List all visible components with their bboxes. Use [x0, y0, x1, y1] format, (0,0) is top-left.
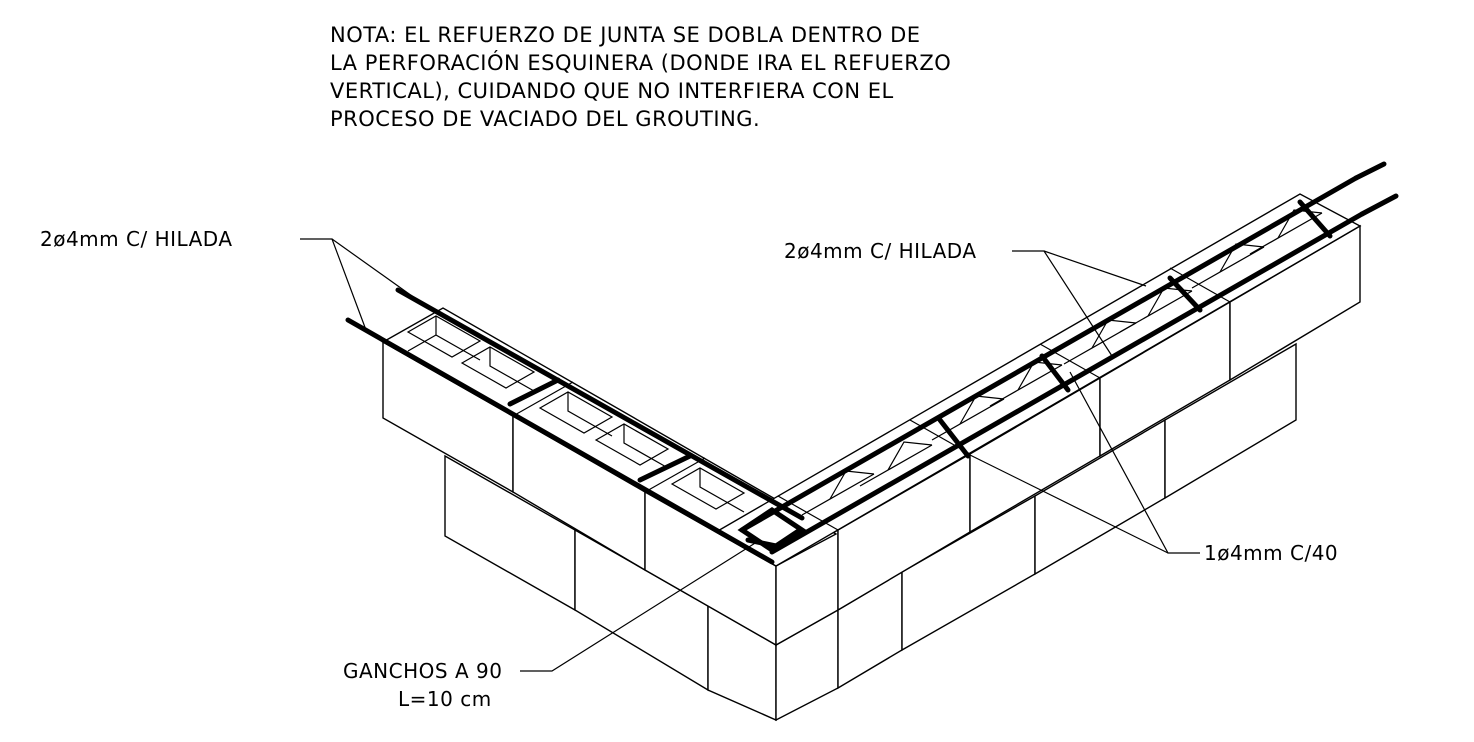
label-hooks-line-2: L=10 cm: [398, 687, 492, 711]
label-hooks-line-1: GANCHOS A 90: [343, 659, 502, 683]
rung-right-3: [1167, 275, 1203, 313]
right-rail-inner: [739, 175, 1359, 533]
rung-right-4: [1297, 199, 1333, 239]
note-line-1: NOTA: EL REFUERZO DE JUNTA SE DOBLA DENT…: [330, 23, 921, 47]
note-line-4: PROCESO DE VACIADO DEL GROUTING.: [330, 107, 760, 131]
block-cells: [406, 209, 1323, 516]
label-right-joint-reinforcement: 2ø4mm C/ HILADA: [784, 239, 977, 263]
note-line-2: LA PERFORACIÓN ESQUINERA (DONDE IRA EL R…: [330, 50, 951, 75]
block-lower-right-5: [1164, 342, 1297, 500]
left-rail-outer: [345, 317, 775, 565]
left-rail-inner: [395, 287, 805, 521]
label-left-joint-reinforcement: 2ø4mm C/ HILADA: [40, 227, 233, 251]
joint-reinforcement: [345, 161, 1399, 565]
label-ladder-rungs: 1ø4mm C/40: [1204, 541, 1338, 565]
note-line-3: VERTICAL), CUIDANDO QUE NO INTERFIERA CO…: [330, 79, 894, 103]
rung-left-1: [507, 377, 561, 407]
rung-right-1: [937, 417, 971, 459]
rung-left-2: [637, 453, 693, 483]
rung-right-2: [1039, 353, 1071, 393]
right-rail-outer: [769, 211, 1365, 555]
construction-note: NOTA: EL REFUERZO DE JUNTA SE DOBLA DENT…: [330, 23, 951, 131]
leaders: [300, 238, 1200, 672]
lower-course-blocks: [444, 342, 1297, 722]
